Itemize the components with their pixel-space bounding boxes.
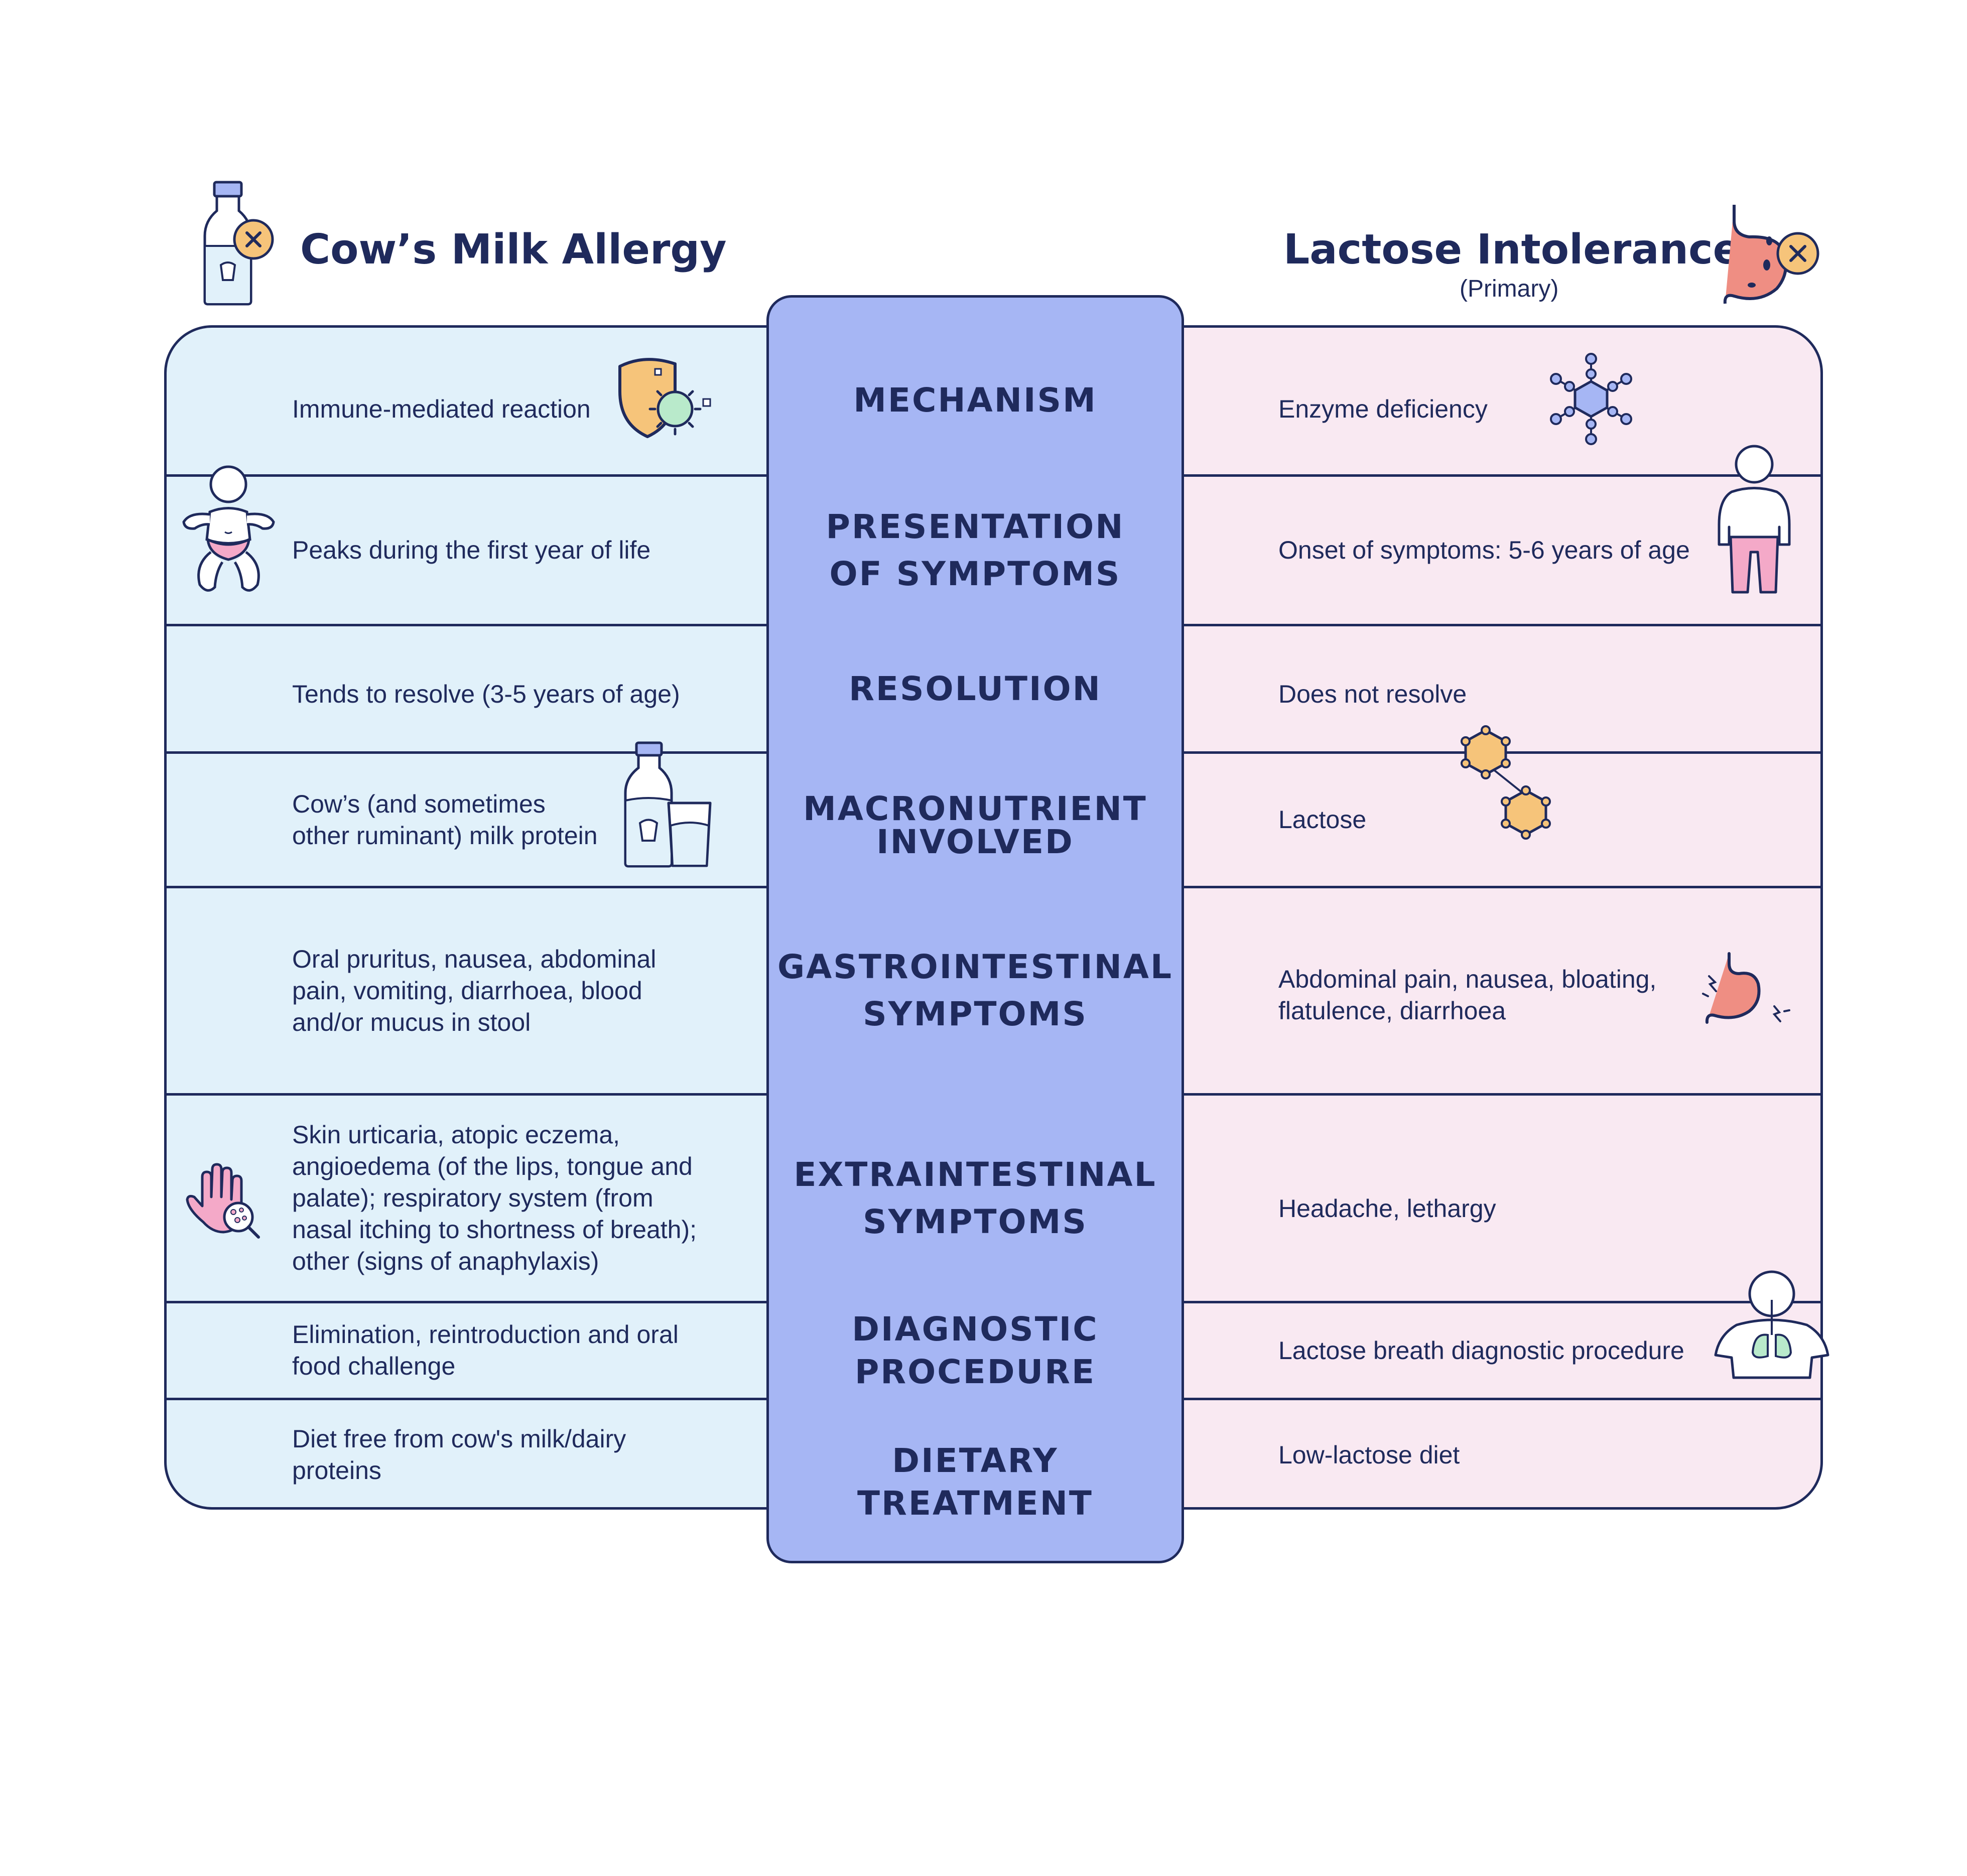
li-panel [1181,325,1823,1510]
li-resolution: Does not resolve [1278,680,1467,708]
cma-extraintestinal: Skin urticaria, atopic eczema, angioedem… [292,1121,697,1275]
stomach-cross-icon [1719,201,1824,306]
milk-bottle-cross-icon [201,181,281,306]
milk-bottle-glass-icon [622,740,713,868]
baby-icon [180,464,278,597]
child-icon [1717,444,1792,597]
cma-macronutrient: Cow’s (and sometimes other ruminant) mil… [292,789,598,850]
cma-dietary: Diet free from cow's milk/dairy proteins [292,1425,626,1485]
li-macronutrient: Lactose [1278,806,1367,834]
lactose-molecule-icon [1456,725,1563,846]
row-label-dietary: DIETARY TREATMENT [857,1441,1093,1523]
cma-gastrointestinal: Oral pruritus, nausea, abdominal pain, v… [292,945,657,1036]
li-diagnostic: Lactose breath diagnostic procedure [1278,1336,1684,1365]
li-extraintestinal: Headache, lethargy [1278,1194,1496,1223]
shield-virus-icon [615,354,715,442]
right-title: Lactose Intolerance [1283,226,1741,274]
cma-diagnostic: Elimination, reintroduction and oral foo… [292,1320,679,1380]
row-label-macronutrient: MACRONUTRIENT INVOLVED [803,789,1147,861]
enzyme-molecule-icon [1548,351,1634,447]
lungs-breath-icon [1712,1270,1832,1380]
row-label-resolution: RESOLUTION [849,669,1102,708]
category-column [766,295,1184,1563]
row-label-extraintestinal: EXTRAINTESTINAL SYMPTOMS [794,1155,1157,1241]
hand-rash-icon [183,1162,264,1242]
li-gastrointestinal: Abdominal pain, nausea, bloating, flatul… [1278,965,1657,1025]
right-subtitle: (Primary) [1460,276,1559,302]
row-label-presentation: PRESENTATION OF SYMPTOMS [826,507,1125,593]
cma-resolution: Tends to resolve (3-5 years of age) [292,680,680,708]
li-mechanism: Enzyme deficiency [1278,394,1488,423]
cma-presentation: Peaks during the first year of life [292,536,651,564]
cma-mechanism: Immune-mediated reaction [292,394,591,423]
row-label-diagnostic: DIAGNOSTIC PROCEDURE [852,1310,1099,1391]
row-label-mechanism: MECHANISM [853,380,1097,420]
left-title: Cow’s Milk Allergy [300,226,727,274]
li-dietary: Low-lactose diet [1278,1440,1460,1469]
stomach-pain-icon [1699,951,1792,1031]
row-label-gastrointestinal: GASTROINTESTINAL SYMPTOMS [777,948,1173,1033]
li-presentation: Onset of symptoms: 5-6 years of age [1278,536,1690,564]
